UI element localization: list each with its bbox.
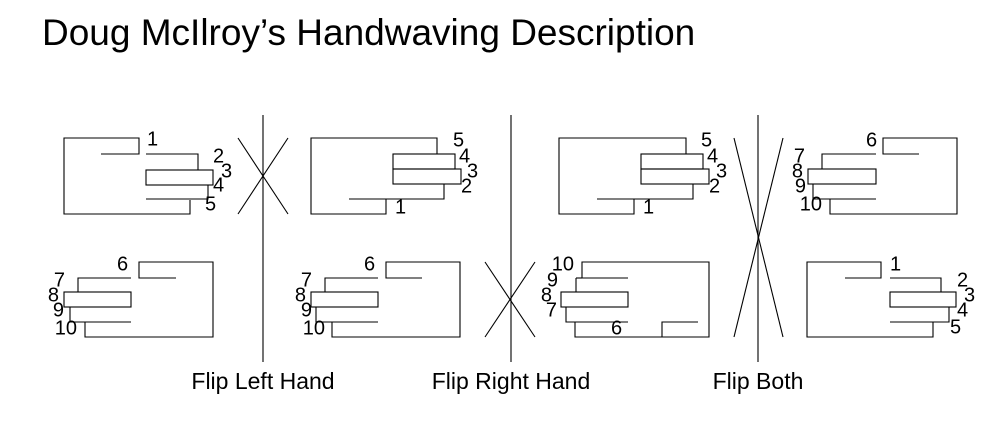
finger-number-label: 8 — [48, 284, 59, 306]
finger-number-label: 3 — [467, 160, 478, 182]
finger-number-label: 5 — [453, 129, 464, 151]
finger-number-label: 6 — [117, 253, 128, 275]
finger-number-label: 9 — [301, 299, 312, 321]
finger-outline — [392, 153, 456, 170]
finger-number-label: 4 — [707, 145, 718, 167]
caption-flip-both: Flip Both — [713, 368, 804, 394]
hand-top-3 — [558, 137, 710, 215]
palm-outline — [806, 261, 934, 338]
finger-outline — [821, 153, 876, 169]
palm-outline — [581, 261, 710, 338]
finger-number-label: 6 — [611, 317, 622, 339]
finger-number-label: 5 — [205, 193, 216, 215]
finger-number-label: 5 — [701, 129, 712, 151]
finger-outline — [560, 291, 629, 308]
finger-number-label: 9 — [795, 175, 806, 197]
finger-outline — [145, 169, 214, 186]
finger-number-label: 6 — [364, 253, 375, 275]
palm-outline — [558, 137, 687, 215]
finger-number-label: 1 — [395, 196, 406, 218]
finger-number-label: 5 — [950, 316, 961, 338]
hand-top-2 — [310, 137, 462, 215]
palm-outline — [310, 137, 438, 215]
finger-outline — [640, 168, 710, 185]
separator-lines — [237, 115, 784, 362]
hand-bottom-4 — [806, 261, 957, 338]
captions: Flip Left Hand Flip Right Hand Flip Both — [191, 368, 803, 394]
hand-top-1 — [63, 137, 214, 215]
palm-outline — [63, 137, 191, 215]
finger-outline — [315, 306, 378, 323]
page-title: Doug McIlroy’s Handwaving Description — [42, 12, 696, 53]
finger-outline — [77, 277, 131, 292]
finger-outline — [890, 306, 950, 323]
finger-number-label: 3 — [716, 160, 727, 182]
finger-number-label: 2 — [709, 175, 720, 197]
finger-number-label: 1 — [147, 128, 158, 150]
finger-number-label: 9 — [53, 299, 64, 321]
palm-outline — [829, 137, 958, 215]
finger-outline — [807, 168, 877, 185]
finger-outline — [392, 168, 462, 185]
finger-number-label: 10 — [55, 317, 77, 339]
finger-number-label: 4 — [957, 299, 968, 321]
cross-stroke — [237, 137, 289, 215]
caption-flip-right-hand: Flip Right Hand — [432, 368, 591, 394]
cross-stroke — [484, 261, 536, 338]
cross-stroke — [733, 137, 784, 338]
hand-top-4 — [807, 137, 958, 215]
hand-bottom-2 — [310, 261, 461, 338]
caption-flip-left-hand: Flip Left Hand — [191, 368, 334, 394]
finger-number-label: 8 — [295, 284, 306, 306]
finger-number-label: 7 — [54, 269, 65, 291]
finger-outline — [386, 183, 445, 200]
finger-number-label: 10 — [800, 193, 822, 215]
finger-number-label: 7 — [301, 269, 312, 291]
finger-number-label: 9 — [547, 269, 558, 291]
finger-number-label: 1 — [890, 253, 901, 275]
hand-bottom-1 — [63, 261, 214, 338]
finger-number-label: 4 — [213, 174, 224, 196]
finger-number-label: 2 — [957, 269, 968, 291]
palm-outline — [331, 261, 461, 338]
finger-number-label: 1 — [643, 196, 654, 218]
finger-outline — [146, 153, 199, 170]
finger-number-label: 10 — [303, 317, 325, 339]
hand-bottom-3 — [560, 261, 710, 338]
finger-number-label: 2 — [213, 145, 224, 167]
finger-outline — [634, 183, 694, 200]
finger-number-label: 3 — [221, 160, 232, 182]
finger-outline — [889, 291, 957, 308]
finger-outline — [812, 183, 876, 200]
finger-number-label: 6 — [866, 129, 877, 151]
finger-outline — [63, 291, 132, 308]
finger-outline — [69, 306, 131, 323]
finger-outline — [565, 306, 628, 323]
finger-number-label: 7 — [546, 299, 557, 321]
palm-outline — [574, 321, 698, 338]
finger-number-label: 2 — [461, 175, 472, 197]
finger-outline — [324, 277, 378, 292]
finger-outline — [890, 277, 942, 292]
finger-number-label: 4 — [459, 145, 470, 167]
finger-number-label: 8 — [541, 284, 552, 306]
finger-number-label: 7 — [794, 145, 805, 167]
finger-outline — [146, 184, 209, 200]
palm-outline — [84, 261, 214, 338]
finger-number-label: 8 — [792, 160, 803, 182]
finger-outline — [640, 153, 704, 170]
finger-number-label: 10 — [552, 253, 574, 275]
finger-number-label: 3 — [964, 284, 975, 306]
finger-outline — [310, 291, 379, 308]
